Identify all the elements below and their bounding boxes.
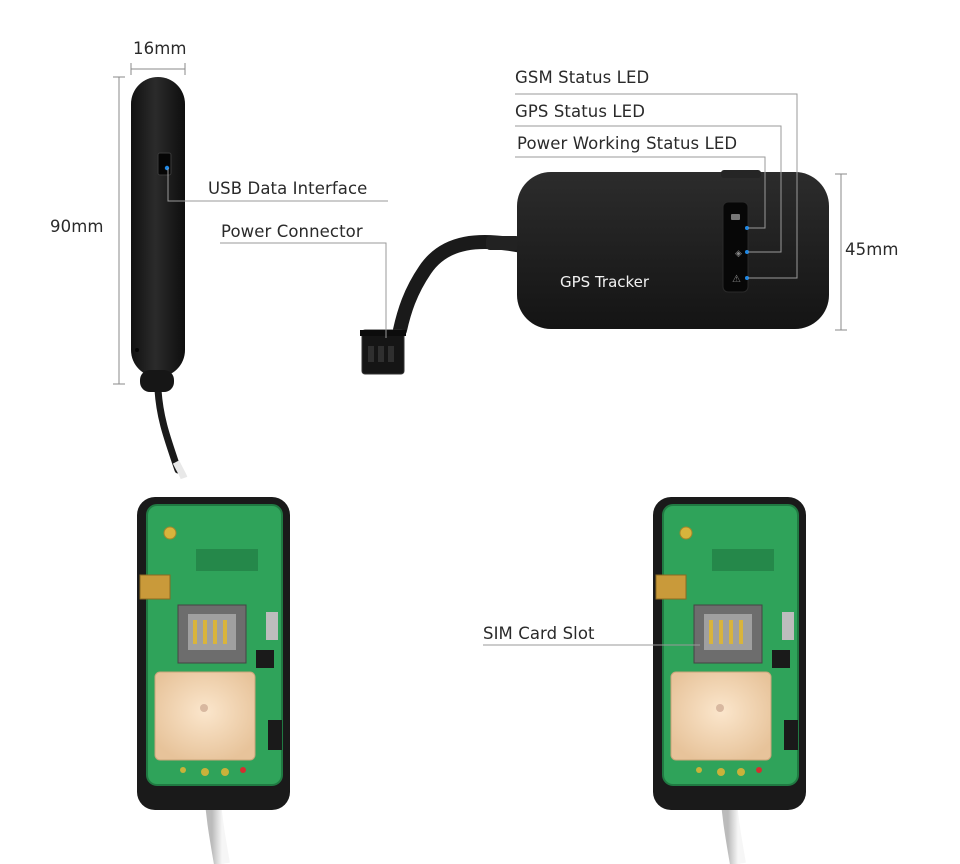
svg-text:◈: ◈ — [735, 249, 742, 259]
gsm-status-led-label: GSM Status LED — [515, 68, 650, 87]
width-dimension-label: 16mm — [133, 39, 187, 58]
pcb-view-right — [653, 497, 806, 864]
power-working-status-led-label: Power Working Status LED — [517, 134, 738, 153]
gps-led-leader-line — [515, 125, 782, 253]
power-led-leader-line — [515, 156, 766, 229]
gps-status-led-label: GPS Status LED — [515, 102, 645, 121]
power-connector-label: Power Connector — [221, 222, 363, 241]
height-dimension-line — [113, 76, 125, 385]
gsm-led-dot — [745, 226, 749, 230]
front-view-device: ◈ ⚠ — [360, 170, 829, 375]
pcb-view-left — [137, 497, 290, 864]
gps-led-dot — [745, 250, 749, 254]
device-brand-label: GPS Tracker — [560, 273, 650, 291]
usb-data-interface-label: USB Data Interface — [208, 179, 368, 198]
svg-text:⚠: ⚠ — [732, 274, 741, 285]
depth-dimension-line — [835, 173, 847, 331]
power-connector — [360, 329, 406, 375]
usb-led-dot — [164, 165, 170, 171]
gsm-led-leader-line — [515, 93, 798, 279]
height-dimension-label: 90mm — [50, 217, 104, 236]
side-view-device — [131, 77, 188, 480]
usb-leader-line — [167, 168, 388, 202]
depth-dimension-label: 45mm — [845, 240, 899, 259]
power-led-dot — [745, 276, 749, 280]
power-connector-leader-line — [220, 242, 387, 338]
width-dimension-line — [130, 63, 186, 75]
sim-card-slot-label: SIM Card Slot — [483, 624, 595, 643]
